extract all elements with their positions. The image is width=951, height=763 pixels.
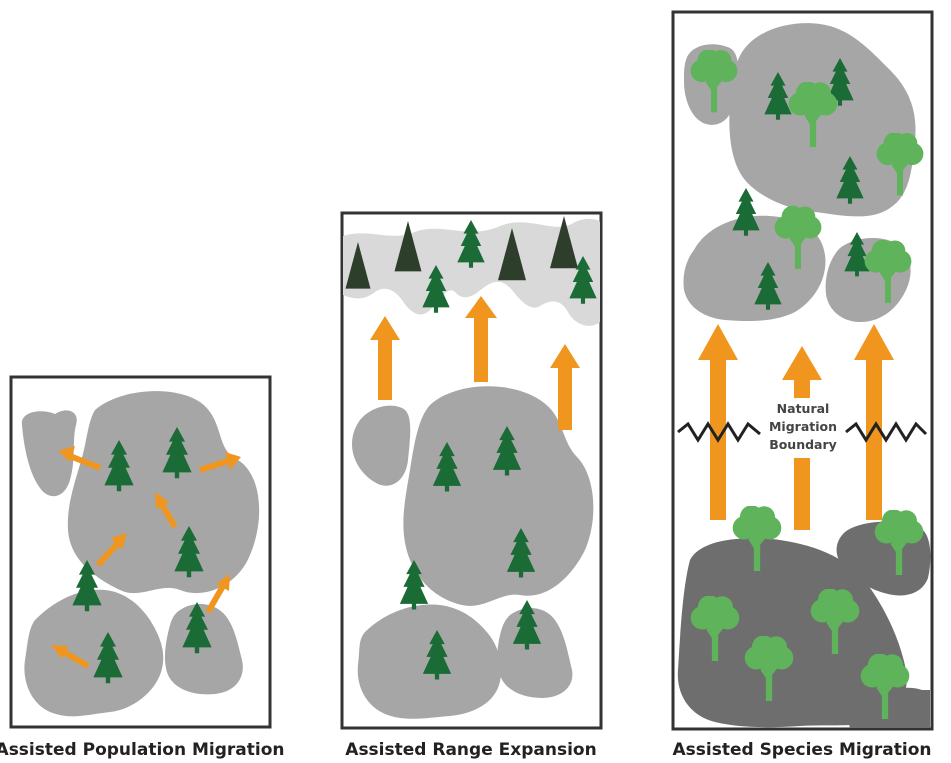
boundary-label-background <box>766 398 840 458</box>
panel-population-migration: Assisted Population Migration <box>0 375 284 760</box>
boundary-label-line: Migration <box>769 419 837 434</box>
land-patch <box>352 405 411 486</box>
panel-species-migration: Natural Migration Boundary Assisted Spec… <box>671 10 934 760</box>
land-patch <box>683 215 826 322</box>
boundary-label-line: Natural <box>777 401 830 416</box>
land-patch <box>403 386 594 606</box>
land-patch <box>24 589 164 717</box>
land-patch-dark <box>849 687 930 728</box>
boundary-label-line: Boundary <box>769 437 837 452</box>
expansion-arrows <box>370 296 580 430</box>
land-patch <box>164 603 243 695</box>
panel-title: Assisted Range Expansion <box>345 740 596 760</box>
panel-title: Assisted Species Migration <box>672 740 931 760</box>
land-patch <box>729 23 916 217</box>
land-patch <box>497 607 573 698</box>
panel-title: Assisted Population Migration <box>0 740 284 760</box>
boundary-zigzag-left <box>677 421 761 443</box>
boundary-zigzag-right <box>845 421 928 443</box>
land-patch-dark <box>677 538 907 728</box>
migration-arrows <box>51 446 241 669</box>
panel-range-expansion: Assisted Range Expansion <box>340 211 603 760</box>
land-patch <box>21 410 77 497</box>
natural-migration-boundary: Natural Migration Boundary <box>677 398 928 458</box>
